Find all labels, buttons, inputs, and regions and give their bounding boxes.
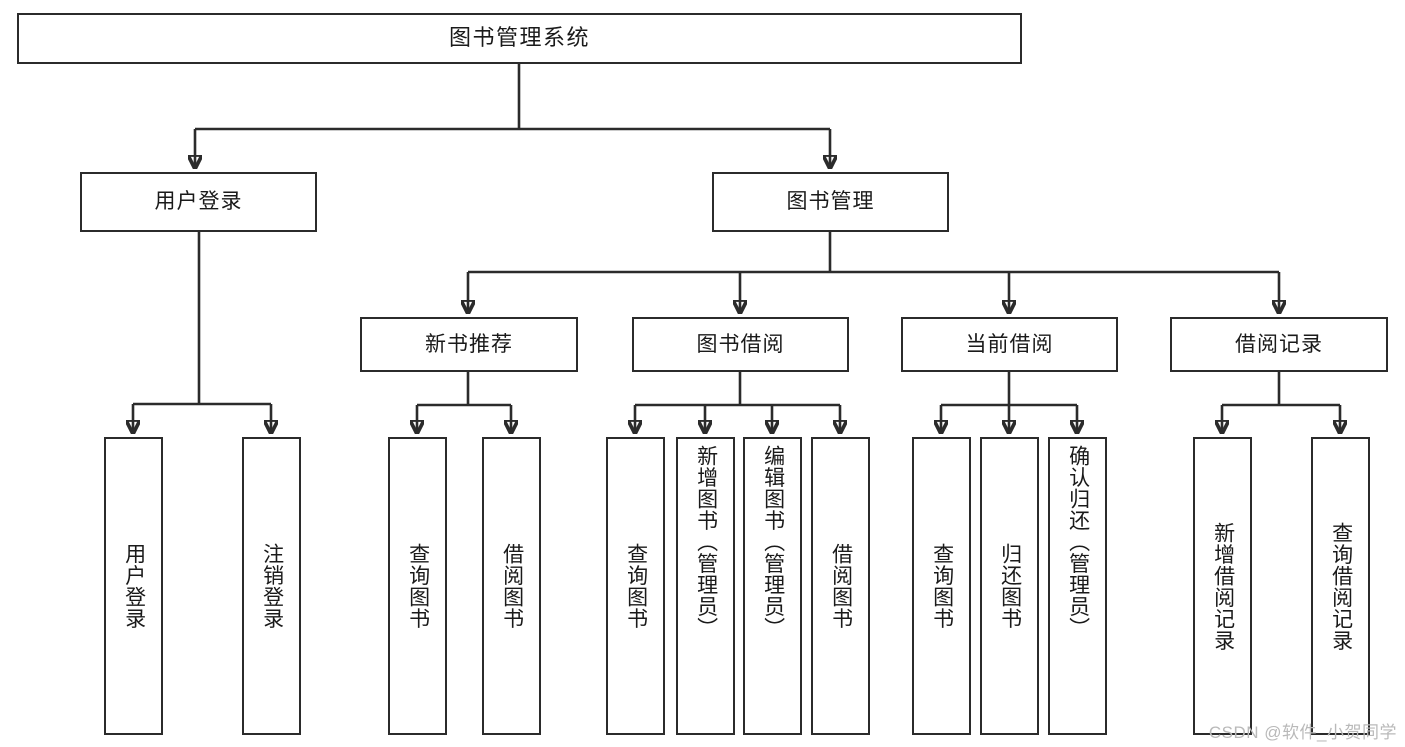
node-label: 查询图书 [406, 543, 430, 629]
leaf-current-borrow-confirm-return-admin[interactable]: 确认归还（管理员） [1048, 437, 1107, 735]
leaf-user-login-login[interactable]: 用户登录 [104, 437, 163, 735]
node-label: 图书借阅 [696, 332, 785, 356]
leaf-current-borrow-query-book[interactable]: 查询图书 [912, 437, 971, 735]
node-label: 确认归还（管理员） [1066, 445, 1090, 639]
node-label: 用户登录 [154, 190, 243, 214]
leaf-book-borrow-query-book[interactable]: 查询图书 [606, 437, 665, 735]
node-label: 归还图书 [998, 543, 1022, 629]
node-label: 借阅图书 [829, 543, 853, 629]
node-label: 图书管理 [786, 190, 875, 214]
leaf-borrow-record-add-record[interactable]: 新增借阅记录 [1193, 437, 1252, 735]
node-book-borrow[interactable]: 图书借阅 [632, 317, 849, 372]
node-label: 用户登录 [122, 543, 146, 629]
node-label: 新增图书（管理员） [694, 445, 718, 639]
node-label: 借阅图书 [500, 543, 524, 629]
leaf-new-book-query-book[interactable]: 查询图书 [388, 437, 447, 735]
node-label: 查询图书 [930, 543, 954, 629]
leaf-new-book-borrow-book[interactable]: 借阅图书 [482, 437, 541, 735]
leaf-book-borrow-borrow-book[interactable]: 借阅图书 [811, 437, 870, 735]
node-user-login[interactable]: 用户登录 [80, 172, 317, 232]
node-label: 当前借阅 [965, 332, 1054, 356]
leaf-user-login-logout[interactable]: 注销登录 [242, 437, 301, 735]
leaf-book-borrow-add-book-admin[interactable]: 新增图书（管理员） [676, 437, 735, 735]
node-label: 编辑图书（管理员） [761, 445, 785, 639]
node-label: 新增借阅记录 [1211, 521, 1235, 651]
node-label: 图书管理系统 [448, 25, 590, 51]
leaf-current-borrow-return-book[interactable]: 归还图书 [980, 437, 1039, 735]
node-label: 借阅记录 [1235, 332, 1323, 356]
leaf-borrow-record-query-record[interactable]: 查询借阅记录 [1311, 437, 1370, 735]
node-label: 注销登录 [260, 543, 284, 629]
node-label: 新书推荐 [425, 332, 513, 356]
leaf-book-borrow-edit-book-admin[interactable]: 编辑图书（管理员） [743, 437, 802, 735]
node-current-borrow[interactable]: 当前借阅 [901, 317, 1118, 372]
node-label: 查询图书 [624, 543, 648, 629]
node-new-book-recommendation[interactable]: 新书推荐 [360, 317, 578, 372]
node-root-book-management-system[interactable]: 图书管理系统 [17, 13, 1022, 64]
node-borrow-record[interactable]: 借阅记录 [1170, 317, 1388, 372]
node-label: 查询借阅记录 [1329, 521, 1353, 651]
node-book-management[interactable]: 图书管理 [712, 172, 949, 232]
watermark-text: CSDN @软件_小贺同学 [1208, 723, 1397, 742]
